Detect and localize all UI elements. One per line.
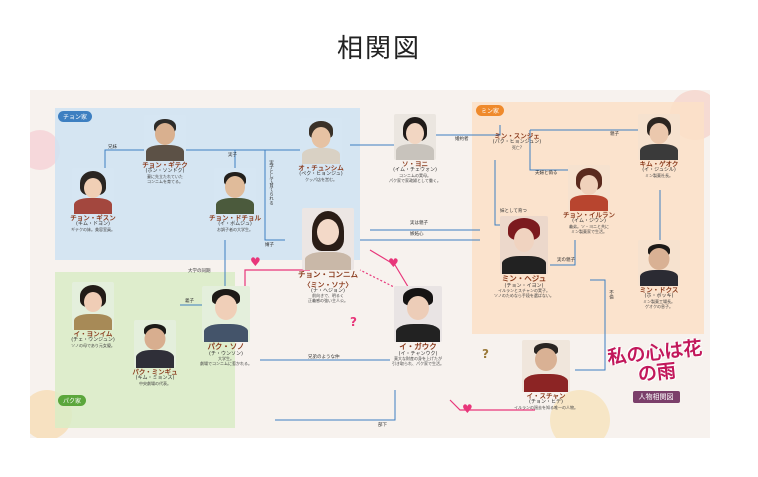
portrait-photo bbox=[638, 114, 680, 160]
page-title: 相関図 bbox=[336, 34, 421, 64]
portrait-photo bbox=[72, 168, 114, 214]
person-i-suchan[interactable]: イ・スチャン (チョン・ヒデ) イルランの過去を知る唯一の人物。 bbox=[506, 340, 586, 411]
zone-tag-min: ミン家 bbox=[476, 105, 505, 116]
relation-label: 大学の同期 bbox=[188, 269, 211, 274]
relation-label: 嫉妬心 bbox=[410, 232, 424, 237]
heart-icon: ♥ bbox=[388, 256, 399, 270]
relation-label: 部下 bbox=[378, 423, 387, 428]
relation-label: 実子として育てられる bbox=[268, 160, 274, 205]
flower-decoration bbox=[550, 390, 610, 438]
relation-label: 実子 bbox=[228, 153, 237, 158]
relation-label: 妹として育つ bbox=[500, 209, 527, 214]
relation-label: 婚約者 bbox=[455, 137, 469, 142]
portrait-photo bbox=[394, 286, 442, 342]
person-kim-geok[interactable]: キム・ゲオク (イ・ジュシル) ミン製薬社長。 bbox=[626, 114, 692, 179]
person-chon-dochol[interactable]: チョン・ドチョル (イ・ボムジュ) お調子者の大学生。 bbox=[202, 168, 268, 233]
logo-title: 私の心は花の雨 bbox=[606, 337, 704, 386]
portrait-photo bbox=[134, 320, 176, 368]
person-chon-gisun[interactable]: チョン・ギスン (キム・ドヨン) ギテクの妹。美容室員。 bbox=[60, 168, 126, 233]
portrait-photo bbox=[522, 340, 570, 392]
person-min-sunje[interactable]: ミン・スンジェ (パク・ヒョンジュン) 死亡? bbox=[492, 132, 542, 150]
person-so-yoni[interactable]: ソ・ヨニ (イム・チェウォン) コンニムの実母。 パク家で家政婦として働く。 bbox=[382, 114, 448, 183]
relation-label: 実は親子 bbox=[410, 221, 428, 226]
zone-tag-park: パク家 bbox=[58, 395, 87, 406]
portrait-photo bbox=[202, 286, 250, 342]
relation-label: 夫婦と偽る bbox=[535, 171, 558, 176]
heart-icon: ♥ bbox=[462, 402, 473, 416]
relation-label: 親子 bbox=[610, 132, 619, 137]
relation-label: 兄弟のような仲 bbox=[308, 355, 340, 360]
relation-label: 兄妹 bbox=[108, 145, 117, 150]
portrait-photo bbox=[568, 165, 610, 211]
person-chon-illan[interactable]: チョン・イルラン (イム・ジウン) 義弟。ソ・ヨニと共に ミン製薬家で生活。 bbox=[556, 165, 622, 234]
question-mark-icon: ? bbox=[482, 347, 489, 361]
relationship-diagram: チョン家 ミン家 パク家 bbox=[30, 90, 710, 438]
person-chon-konnim[interactable]: チョン・コンニム 〈ミン・ソナ〉 (ナ・ヘジョン) 前向きで、明るく 正義感の強… bbox=[288, 208, 368, 303]
drama-logo: 私の心は花の雨 人物相関図 bbox=[602, 337, 710, 403]
person-park-mingyu[interactable]: パク・ミンギュ (キム・ミョンス) 中央劇場の代表。 bbox=[122, 320, 188, 387]
portrait-photo bbox=[214, 168, 256, 214]
portrait-photo bbox=[302, 208, 354, 270]
portrait-photo bbox=[638, 240, 680, 286]
person-chon-gitek[interactable]: チョン・ギテク (ホン・ソンドク) 妻に先立たれていた コンニムを育てる。 bbox=[132, 115, 198, 184]
logo-subtitle: 人物相関図 bbox=[632, 390, 680, 403]
person-min-heju[interactable]: ミン・ヘジュ (チョン・イヨン) イルランとスチャンの実子。 ソノのためなら手段… bbox=[486, 216, 562, 298]
person-i-yonimu[interactable]: イ・ヨンイム (チェ・ウンジュン) ソノの母であり元女優。 bbox=[60, 282, 126, 349]
relation-label: 婿子 bbox=[265, 243, 274, 248]
person-o-chunsim[interactable]: オ・チュンシム (ペク・ヒョンジュ) クッパ店を営む。 bbox=[288, 118, 354, 183]
person-i-gauk[interactable]: イ・ガウク (イ・チャンウク) 莫大な財産の身を上げたが 引き取られ、パク家で生… bbox=[380, 286, 456, 366]
portrait-photo bbox=[500, 216, 548, 274]
zone-tag-chon: チョン家 bbox=[58, 111, 93, 122]
relation-label: 実の親子 bbox=[557, 258, 575, 263]
relation-label: 義子 bbox=[185, 299, 194, 304]
portrait-photo bbox=[144, 115, 186, 161]
person-min-dokusu[interactable]: ミン・ドクス (ホ・ボッキ) ミン製薬工場長。 ゲオクの息子。 bbox=[626, 240, 692, 309]
portrait-photo bbox=[72, 282, 114, 330]
portrait-photo bbox=[300, 118, 342, 164]
relation-label: 不倫 bbox=[608, 290, 614, 299]
question-mark-icon: ? bbox=[350, 315, 357, 329]
heart-icon: ♥ bbox=[250, 255, 261, 269]
person-park-sono[interactable]: パク・ソノ (チ・ウンソン) 大学生。 劇場でコンニムに惹かれる。 bbox=[190, 286, 262, 366]
portrait-photo bbox=[394, 114, 436, 160]
